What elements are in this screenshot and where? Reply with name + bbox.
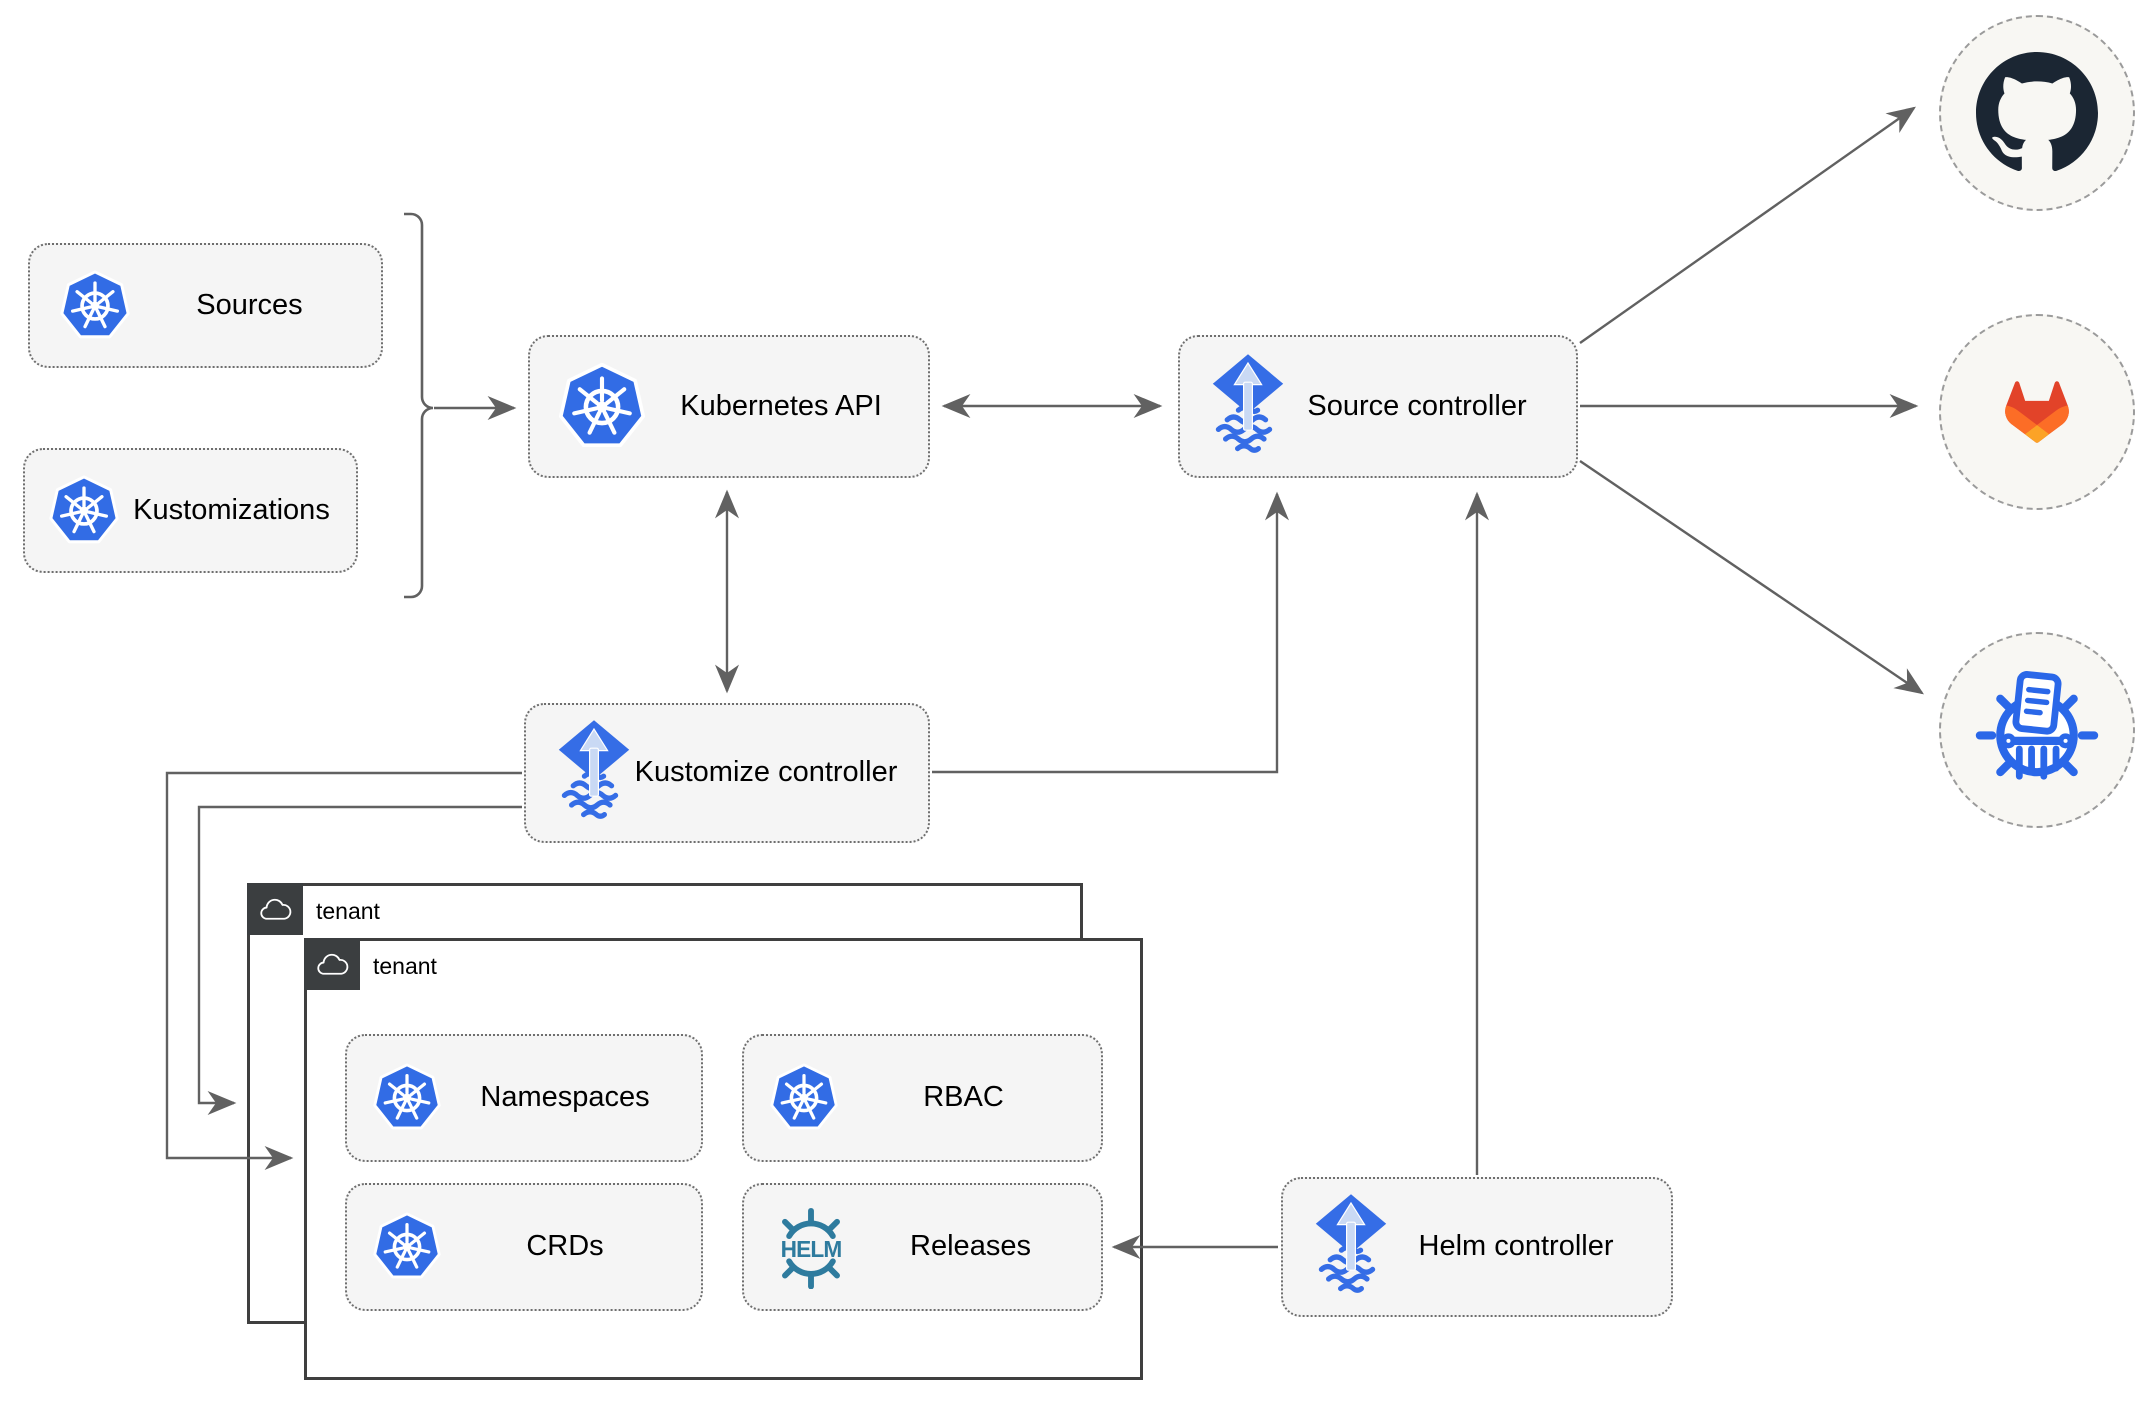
kustomizations-node[interactable]: Kustomizations	[23, 448, 358, 573]
rbac-label: RBAC	[923, 1081, 1004, 1114]
sources-brace	[404, 212, 434, 599]
tenant-outer-label: tenant	[316, 898, 380, 924]
kubernetes-api-label: Kubernetes API	[680, 389, 882, 422]
kubernetes-icon	[556, 359, 648, 455]
sources-node[interactable]: Sources	[28, 243, 383, 368]
helm-icon: HELM	[768, 1205, 854, 1289]
gitlab-icon	[2005, 381, 2069, 443]
flux-icon	[1311, 1192, 1391, 1302]
github-endpoint[interactable]	[1939, 15, 2135, 211]
crds-label: CRDs	[526, 1230, 604, 1263]
kubernetes-icon	[371, 1210, 443, 1284]
flux-icon	[554, 718, 634, 828]
manifests-endpoint[interactable]	[1939, 632, 2135, 828]
cloud-icon	[260, 898, 292, 920]
kustomize-controller-label: Kustomize controller	[634, 756, 898, 789]
cloud-icon	[317, 953, 349, 975]
kubernetes-api-node[interactable]: Kubernetes API	[528, 335, 930, 478]
kubernetes-icon	[371, 1061, 443, 1135]
releases-node[interactable]: HELM Releases	[742, 1183, 1103, 1311]
gitlab-endpoint[interactable]	[1939, 314, 2135, 510]
sources-label: Sources	[196, 288, 303, 321]
helm-controller-node[interactable]: Helm controller	[1281, 1177, 1673, 1317]
helm-controller-label: Helm controller	[1418, 1230, 1614, 1263]
rbac-node[interactable]: RBAC	[742, 1034, 1103, 1162]
tenant-inner-tab	[304, 938, 360, 990]
arrow-source-to-manifests	[1579, 460, 1924, 695]
namespaces-node[interactable]: Namespaces	[345, 1034, 703, 1162]
arrow-kustomize-to-source	[932, 491, 1289, 774]
tenant-box-inner: tenant Namespaces	[304, 938, 1143, 1380]
arrow-source-to-github	[1579, 106, 1916, 344]
svg-text:HELM: HELM	[781, 1236, 842, 1262]
kubernetes-icon	[768, 1061, 840, 1135]
crds-node[interactable]: CRDs	[345, 1183, 703, 1311]
releases-label: Releases	[910, 1230, 1031, 1263]
kubernetes-icon	[58, 268, 132, 344]
github-icon	[1976, 52, 2098, 171]
tenant-inner-label: tenant	[373, 953, 437, 979]
source-controller-label: Source controller	[1307, 389, 1527, 422]
tenant-outer-tab	[247, 883, 303, 935]
flux-icon	[1208, 352, 1288, 462]
kubernetes-manifests-icon	[1975, 671, 2099, 780]
kubernetes-icon	[47, 473, 121, 549]
kustomize-controller-node[interactable]: Kustomize controller	[524, 703, 930, 843]
namespaces-label: Namespaces	[480, 1081, 650, 1114]
source-controller-node[interactable]: Source controller	[1178, 335, 1578, 478]
kustomizations-label: Kustomizations	[133, 493, 330, 526]
